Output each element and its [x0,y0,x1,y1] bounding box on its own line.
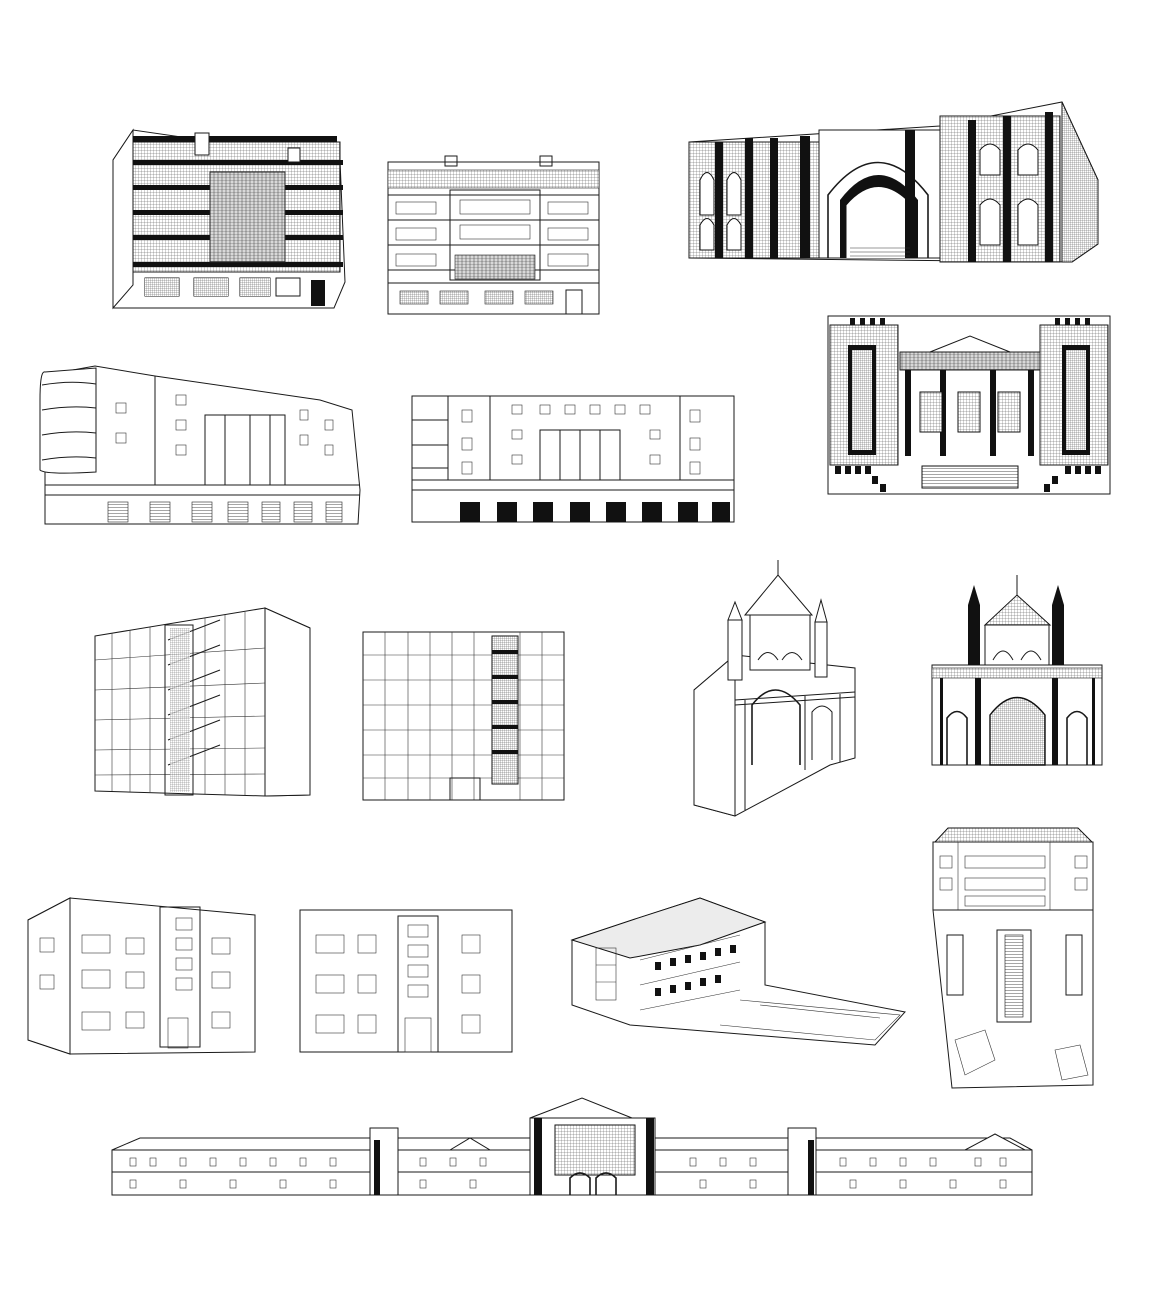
glass-office-stair-perspective [94,607,311,797]
corner-residence-perspective [27,897,256,1055]
modern-apartment-perspective [112,128,346,310]
long-barracks-elevation [111,1097,1033,1196]
domed-gateway-elevation [931,575,1103,766]
ishtar-gate-elevation [827,315,1111,495]
corner-residence-elevation [299,909,513,1053]
domed-gateway-perspective [693,560,856,817]
curved-corner-block-perspective [39,365,361,525]
ishtar-gate-perspective [688,101,1099,263]
hip-roof-building-elevation [932,827,1094,1089]
curved-corner-block-elevation [411,395,735,523]
modern-apartment-elevation [387,155,600,315]
glass-office-stair-elevation [362,631,565,801]
courtyard-building-axonometric [570,897,906,1046]
